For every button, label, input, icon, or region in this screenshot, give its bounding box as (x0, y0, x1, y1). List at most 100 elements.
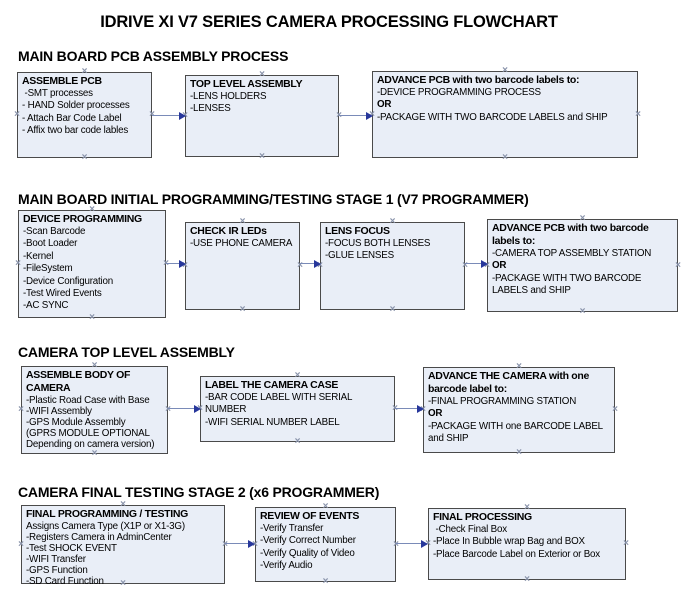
box-item: -PACKAGE WITH TWO BARCODE LABELS and SHI… (377, 111, 608, 123)
connector-line (395, 408, 420, 409)
arrow-head-icon (194, 405, 201, 413)
box-item: -Check Final Box (433, 524, 508, 535)
section-heading-final-testing: CAMERA FINAL TESTING STAGE 2 (x6 PROGRAM… (18, 484, 380, 500)
box-review-of-events[interactable]: REVIEW OF EVENTS -Verify Transfer -Verif… (252, 502, 399, 587)
box-item: -FINAL PROGRAMMING STATION (428, 396, 577, 407)
box-item: -PACKAGE WITH TWO BARCODE LABELS and SHI… (492, 272, 644, 297)
connector-arrow[interactable] (152, 111, 186, 121)
connector-arrow[interactable] (168, 404, 201, 414)
connection-point-icon: × (91, 448, 98, 459)
box-item: -Verify Audio (260, 560, 313, 572)
connector-arrow[interactable] (396, 539, 428, 549)
section-heading-pcb-assembly: MAIN BOARD PCB ASSEMBLY PROCESS (18, 48, 289, 64)
arrow-head-icon (421, 540, 428, 548)
box-item: Assigns Camera Type (X1P or X1-3G) (26, 521, 185, 532)
box-lens-focus[interactable]: LENS FOCUS -FOCUS BOTH LENSES -GLUE LENS… (317, 217, 468, 315)
box-title: LENS FOCUS (325, 225, 390, 237)
box-item: -Scan Barcode (23, 226, 86, 237)
box-item: -Kernel (23, 250, 54, 262)
box-item: -Device Configuration (23, 275, 114, 287)
box-item: - Affix two bar code lables (22, 125, 129, 137)
box-item: -Verify Correct Number (260, 535, 356, 547)
box-title: FINAL PROCESSING (433, 511, 532, 523)
arrow-head-icon (179, 260, 186, 268)
box-title: FINAL PROGRAMMING / TESTING (26, 508, 189, 520)
box-advance-camera-one-label[interactable]: ADVANCE THE CAMERA with one barcode labe… (420, 362, 618, 458)
box-title: ASSEMBLE BODY OF CAMERA (26, 369, 131, 394)
box-item: -LENS HOLDERS (190, 91, 267, 102)
box-item: -Place In Bubble wrap Bag and BOX (433, 536, 585, 548)
box-item: -Boot Loader (23, 238, 78, 250)
box-item: -WIFI Transfer (26, 554, 86, 565)
box-label-camera-case[interactable]: LABEL THE CAMERA CASE -BAR CODE LABEL WI… (197, 371, 398, 447)
box-title: ASSEMBLE PCB (22, 75, 102, 87)
box-final-programming-testing[interactable]: FINAL PROGRAMMING / TESTING Assigns Came… (18, 500, 228, 589)
box-title: DEVICE PROGRAMMING (23, 213, 142, 225)
box-device-programming[interactable]: DEVICE PROGRAMMING -Scan Barcode -Boot L… (15, 205, 169, 323)
connection-point-icon: × (14, 109, 20, 120)
connector-line (300, 263, 317, 264)
connector-line (339, 115, 369, 116)
connection-point-icon: × (502, 152, 508, 163)
arrow-head-icon (248, 540, 255, 548)
box-item: -Registers Camera in AdminCenter (26, 532, 172, 543)
connector-arrow[interactable] (225, 539, 255, 549)
connection-point-icon: × (18, 404, 24, 415)
box-item: -WIFI SERIAL NUMBER LABEL (205, 416, 340, 428)
box-item: -Place Barcode Label on Exterior or Box (433, 548, 601, 560)
box-item: OR (428, 408, 443, 420)
connection-point-icon: × (89, 312, 95, 323)
box-advance-pcb-two-labels[interactable]: ADVANCE PCB with two barcode labels to: … (369, 66, 641, 163)
box-item: -LENSES (190, 103, 231, 115)
box-item: (GPRS MODULE OPTIONAL (26, 428, 150, 439)
box-item: -CAMERA TOP ASSEMBLY STATION (492, 248, 652, 259)
box-check-ir-leds[interactable]: CHECK IR LEDs -USE PHONE CAMERA × × × × (182, 217, 303, 315)
connection-point-icon: × (516, 447, 522, 458)
box-title: TOP LEVEL ASSEMBLY (190, 78, 303, 90)
connection-point-icon: × (389, 304, 396, 315)
box-item: -FileSystem (23, 263, 73, 275)
connection-point-icon: × (612, 404, 618, 415)
box-advance-pcb-two-labels-stage1[interactable]: ADVANCE PCB with two barcode labels to: … (484, 214, 681, 317)
box-final-processing[interactable]: FINAL PROCESSING -Check Final Box -Place… (425, 503, 629, 585)
box-title: LABEL THE CAMERA CASE (205, 379, 339, 391)
connector-line (396, 543, 424, 544)
box-item: -SD Card Function (26, 576, 104, 587)
box-item: -Verify Quality of Video (260, 547, 355, 559)
connector-arrow[interactable] (465, 259, 488, 269)
arrow-head-icon (481, 260, 488, 268)
box-title: CHECK IR LEDs (190, 225, 267, 237)
box-item: -FOCUS BOTH LENSES (325, 238, 431, 249)
arrow-head-icon (179, 112, 186, 120)
box-item: OR (377, 99, 392, 111)
box-title: ADVANCE PCB with two barcode labels to: (492, 222, 649, 247)
box-top-level-assembly[interactable]: TOP LEVEL ASSEMBLY -LENS HOLDERS -LENSES… (182, 70, 342, 162)
box-item: -USE PHONE CAMERA (190, 238, 293, 249)
connector-arrow[interactable] (166, 259, 186, 269)
section-heading-camera-top-assembly: CAMERA TOP LEVEL ASSEMBLY (18, 344, 235, 360)
box-item: -Test Wired Events (23, 288, 102, 300)
connection-point-icon: × (15, 258, 21, 269)
connection-point-icon: × (81, 152, 88, 163)
box-item: -PACKAGE WITH one BARCODE LABEL and SHIP (428, 420, 606, 445)
section-heading-stage1: MAIN BOARD INITIAL PROGRAMMING/TESTING S… (18, 191, 529, 207)
connector-arrow[interactable] (339, 111, 373, 121)
connection-point-icon: × (675, 259, 681, 271)
box-item: -Plastic Road Case with Base (26, 395, 150, 406)
connection-point-icon: × (322, 576, 329, 587)
connection-point-icon: × (294, 436, 301, 447)
box-assemble-body-of-camera[interactable]: ASSEMBLE BODY OF CAMERA -Plastic Road Ca… (18, 361, 171, 459)
box-item: -WIFI Assembly (26, 406, 92, 417)
box-item: Depending on camera version) (26, 439, 155, 450)
connection-point-icon: × (635, 108, 641, 120)
box-title: REVIEW OF EVENTS (260, 510, 360, 522)
connector-line (168, 408, 197, 409)
box-item: -GPS Function (26, 565, 88, 576)
box-item: - Attach Bar Code Label (22, 112, 122, 124)
arrow-head-icon (314, 260, 321, 268)
box-item: -GPS Module Assembly (26, 417, 126, 428)
connector-line (166, 263, 182, 264)
connector-arrow[interactable] (395, 404, 424, 414)
connector-arrow[interactable] (300, 259, 321, 269)
box-assemble-pcb[interactable]: ASSEMBLE PCB -SMT processes - HAND Solde… (14, 67, 155, 163)
